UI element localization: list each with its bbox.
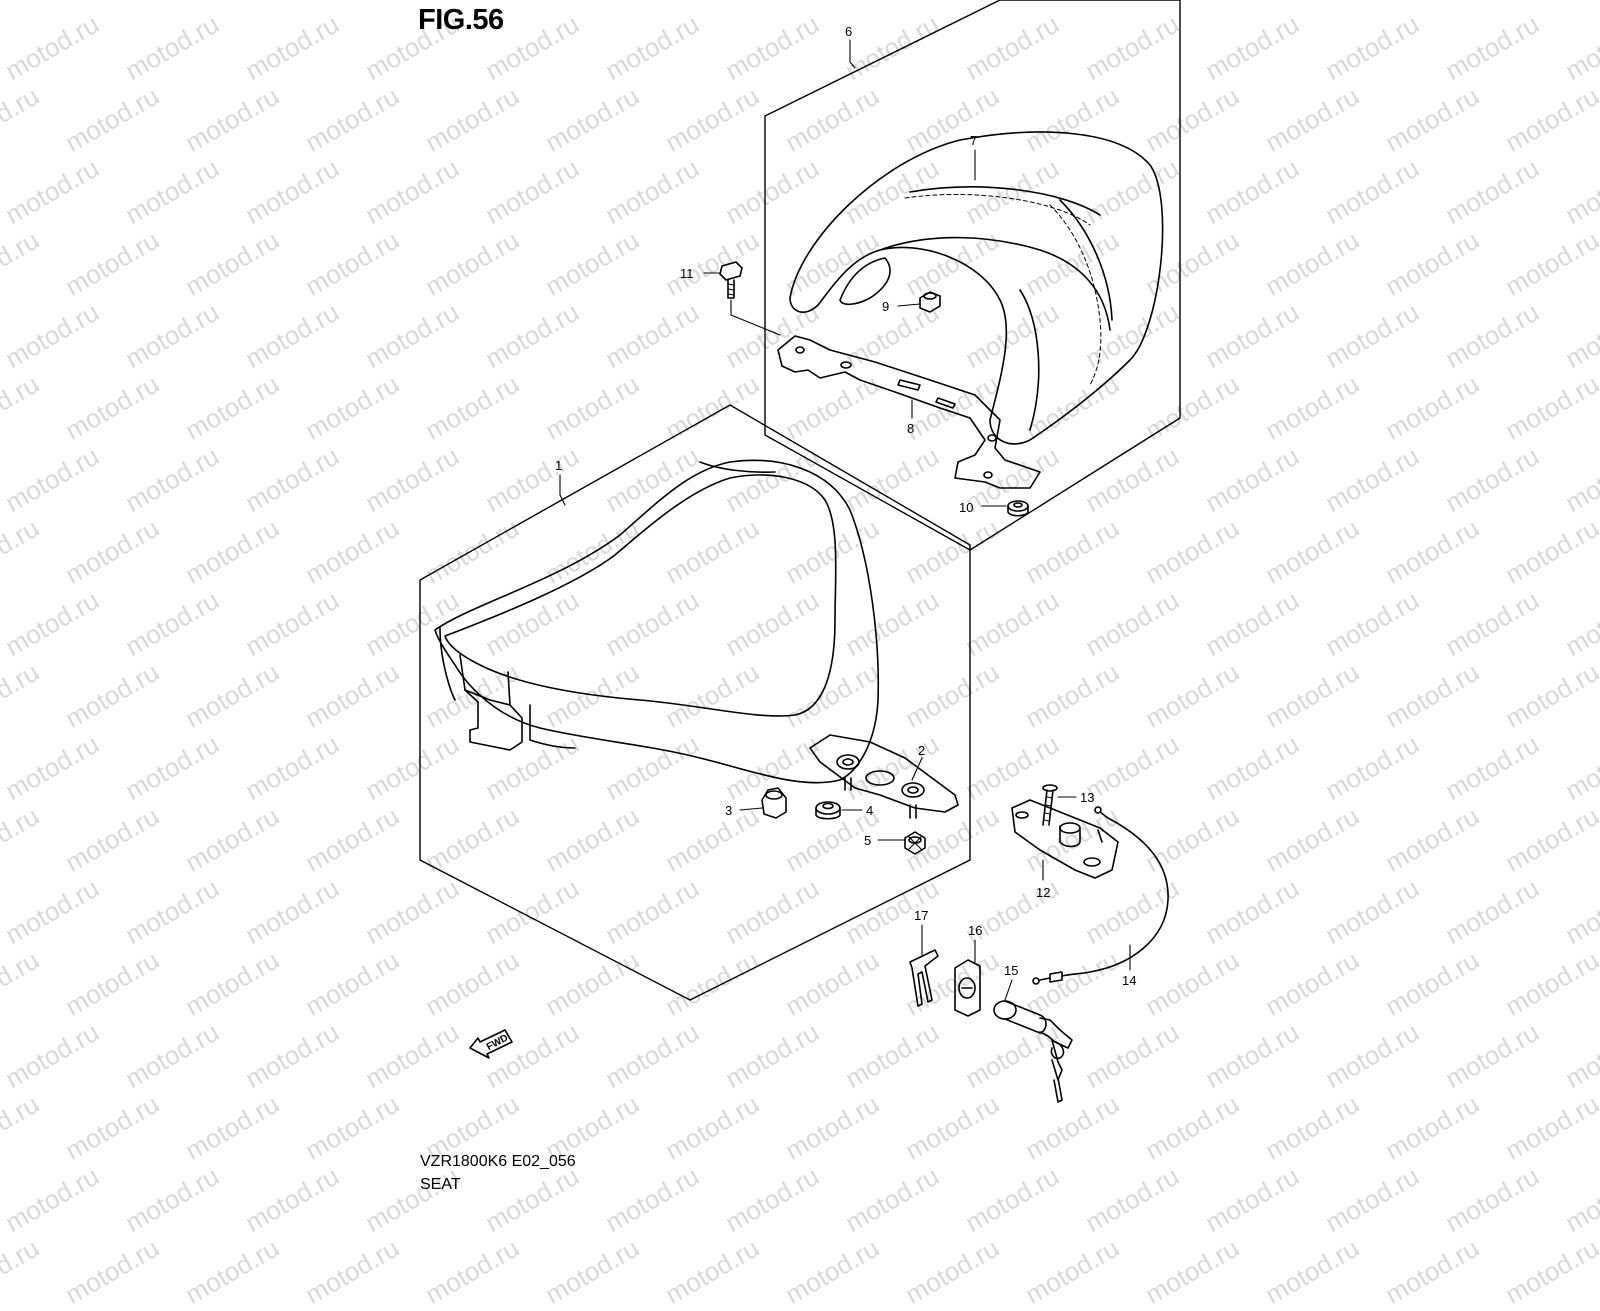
bolt-11 xyxy=(719,261,743,299)
seat-lock-cylinder-15 xyxy=(993,1000,1073,1103)
parts-diagram: FWD 1 2 3 4 5 6 7 8 9 10 11 12 13 14 15 … xyxy=(419,0,1181,1103)
leader-11b xyxy=(730,299,781,336)
leader-2 xyxy=(911,757,923,781)
nut-5 xyxy=(904,831,926,855)
nut-10 xyxy=(1007,500,1029,517)
callout-15: 15 xyxy=(1004,963,1018,978)
clip-17 xyxy=(909,949,939,1007)
watermark-text: motod.ru xyxy=(1380,1232,1484,1310)
nut-9 xyxy=(919,291,941,313)
rear-seat-group-frame xyxy=(764,0,1181,551)
callout-8: 8 xyxy=(907,421,914,436)
forward-arrow-label: FWD xyxy=(485,1033,510,1053)
figure-title: FIG.56 xyxy=(418,4,504,36)
watermark-text: motod.ru xyxy=(660,1232,764,1310)
watermark-text: motod.ru xyxy=(60,1232,164,1310)
watermark-text: motod.ru xyxy=(1500,1232,1600,1310)
watermark-text: motod.ru xyxy=(1140,1232,1244,1310)
watermark-text: motod.ru xyxy=(1260,1232,1364,1310)
seat-lock-12 xyxy=(1011,799,1119,879)
callout-10: 10 xyxy=(959,500,973,515)
callout-numbers: 1 2 3 4 5 6 7 8 9 10 11 12 13 14 15 16 1… xyxy=(555,24,1136,988)
watermark-text: motod.ru xyxy=(900,1232,1004,1310)
callout-6: 6 xyxy=(845,24,852,39)
leader-9 xyxy=(897,303,921,307)
leader-1 xyxy=(559,474,566,506)
watermark-text: motod.ru xyxy=(780,1232,884,1310)
nut-4 xyxy=(815,801,841,820)
leader-lines xyxy=(559,39,1131,1001)
watermark-text: motod.ru xyxy=(0,1232,44,1310)
forward-arrow xyxy=(469,1029,513,1059)
watermark-text: motod.ru xyxy=(300,1232,404,1310)
cushion-3 xyxy=(761,787,787,819)
callout-17: 17 xyxy=(914,908,928,923)
callout-13: 13 xyxy=(1080,790,1094,805)
leader-15 xyxy=(1004,979,1013,1001)
callout-1: 1 xyxy=(555,458,562,473)
leader-6 xyxy=(849,39,856,69)
watermark-text: motod.ru xyxy=(420,1232,524,1310)
rear-seat-cushion xyxy=(789,131,1164,445)
watermark-text: motod.ru xyxy=(540,1232,644,1310)
callout-2: 2 xyxy=(918,743,925,758)
section-name: SEAT xyxy=(420,1176,461,1193)
plate-16 xyxy=(954,959,981,1017)
watermark-text: motod.ru xyxy=(180,1232,284,1310)
leader-3 xyxy=(739,807,763,811)
callout-5: 5 xyxy=(864,833,871,848)
callout-7: 7 xyxy=(970,133,977,148)
rear-seat-bracket xyxy=(777,335,1041,489)
callout-16: 16 xyxy=(968,923,982,938)
callout-12: 12 xyxy=(1036,885,1050,900)
watermark-text: motod.ru xyxy=(1020,1232,1124,1310)
callout-3: 3 xyxy=(725,803,732,818)
model-code: VZR1800K6 E02_056 xyxy=(420,1153,576,1170)
front-seat xyxy=(434,459,880,784)
front-seat-bracket xyxy=(809,734,959,819)
front-seat-group-frame xyxy=(419,404,971,1001)
callout-4: 4 xyxy=(866,803,873,818)
callout-14: 14 xyxy=(1122,973,1136,988)
callout-11: 11 xyxy=(680,266,694,281)
screw-13 xyxy=(1042,784,1058,826)
seat-lock-cable-14 xyxy=(1032,806,1169,985)
callout-9: 9 xyxy=(882,299,889,314)
